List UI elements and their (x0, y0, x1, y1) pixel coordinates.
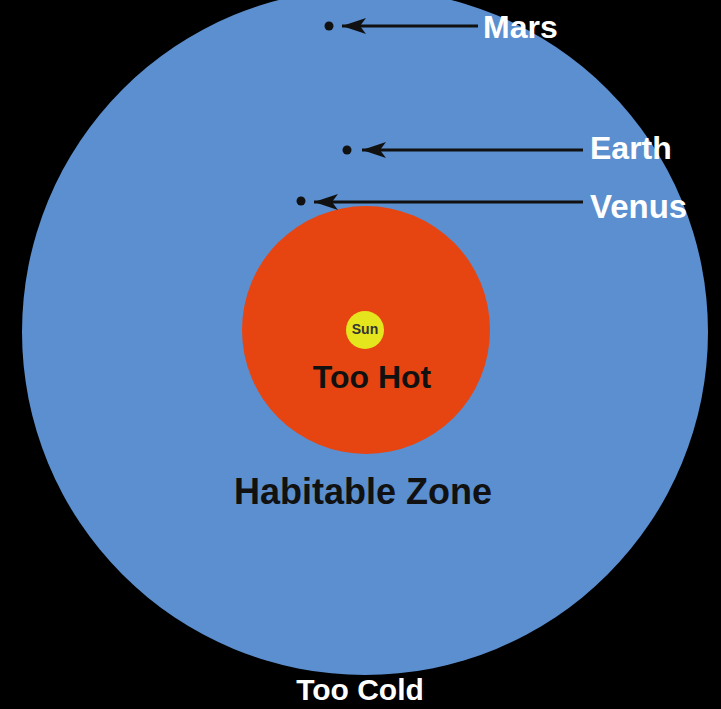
zone-text: Too Hot (313, 360, 431, 395)
sun-circle: Sun (346, 311, 384, 349)
planet-dot (297, 197, 306, 206)
planet-label: Mars (483, 10, 558, 45)
planet-dot (325, 22, 334, 31)
zone-text: Habitable Zone (234, 472, 492, 512)
too-hot-circle: SunToo Hot (242, 206, 490, 454)
planet-label: Venus (590, 189, 687, 225)
leader-arrow (342, 25, 478, 28)
leader-arrow (314, 201, 583, 204)
circle-fill (346, 311, 384, 349)
planet-label: Earth (590, 131, 672, 166)
habitable-zone-circle: SunToo HotHabitable Zone (22, 0, 708, 675)
planet-dot (343, 146, 352, 155)
circle-fill (242, 206, 490, 454)
zone-text: Sun (352, 322, 378, 337)
circle-fill (22, 0, 708, 675)
leader-arrow (362, 149, 583, 152)
zone-label: Too Cold (296, 673, 424, 706)
